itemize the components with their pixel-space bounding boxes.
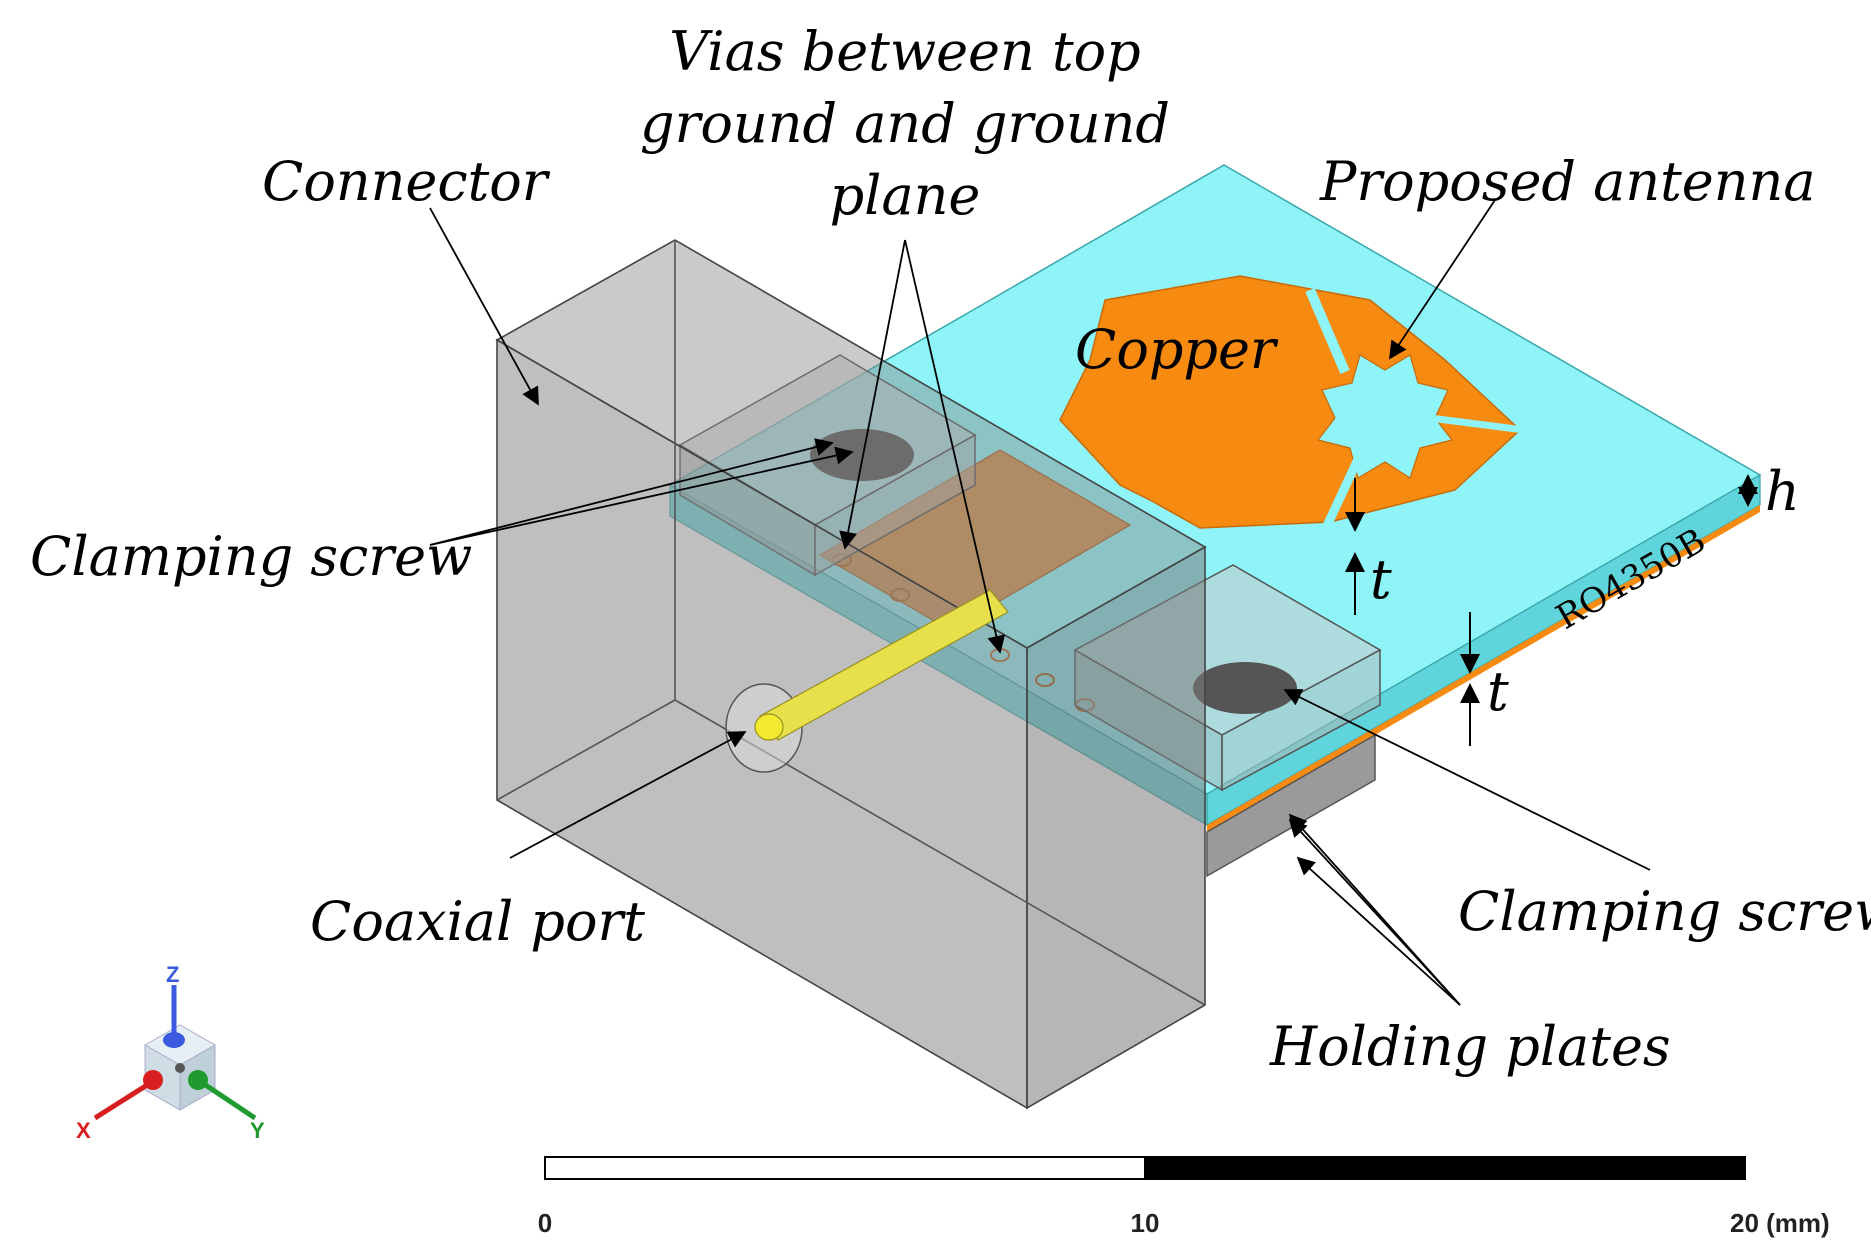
vias-label-line1: Vias between top — [669, 20, 1140, 83]
orientation-triad: Z X Y — [76, 962, 265, 1143]
x-axis-arrow — [93, 1077, 157, 1121]
leader-lines — [429, 199, 1651, 1006]
z-axis-label: Z — [166, 962, 179, 987]
proposed-antenna-label: Proposed antenna — [1319, 150, 1816, 213]
dimension-arrows — [1345, 474, 1758, 746]
holding-plates-label: Holding plates — [1269, 1015, 1671, 1078]
vias-label-line3: plane — [830, 164, 981, 227]
coaxial-port — [725, 589, 1009, 773]
t-substrate-label: t — [1487, 660, 1509, 723]
scale-tick-0: 0 — [538, 1208, 552, 1238]
scale-tick-20: 20 (mm) — [1730, 1208, 1830, 1238]
clamping-screw-right — [1193, 662, 1297, 714]
h-dimension-label: h — [1765, 460, 1800, 523]
connector-label: Connector — [262, 150, 551, 213]
scale-tick-10: 10 — [1131, 1208, 1160, 1238]
scale-bar: 0 10 20 (mm) — [538, 1156, 1830, 1238]
holding-plate-bottom — [1206, 733, 1376, 878]
ground-plane-edge — [1207, 505, 1760, 832]
clamping-screw-left — [810, 429, 914, 481]
clamping-screw-right-label: Clamping screw — [1458, 880, 1871, 943]
t-antenna-label: t — [1370, 548, 1392, 611]
y-axis-label: Y — [250, 1118, 265, 1143]
copper-label: Copper — [1075, 318, 1279, 381]
coaxial-port-label: Coaxial port — [310, 890, 645, 953]
y-axis-arrow — [196, 1077, 257, 1121]
x-axis-label: X — [76, 1118, 91, 1143]
clamping-screw-left-label: Clamping screw — [30, 525, 472, 588]
proposed-antenna — [1059, 275, 1541, 532]
vias-label-line2: ground and ground — [640, 92, 1170, 155]
